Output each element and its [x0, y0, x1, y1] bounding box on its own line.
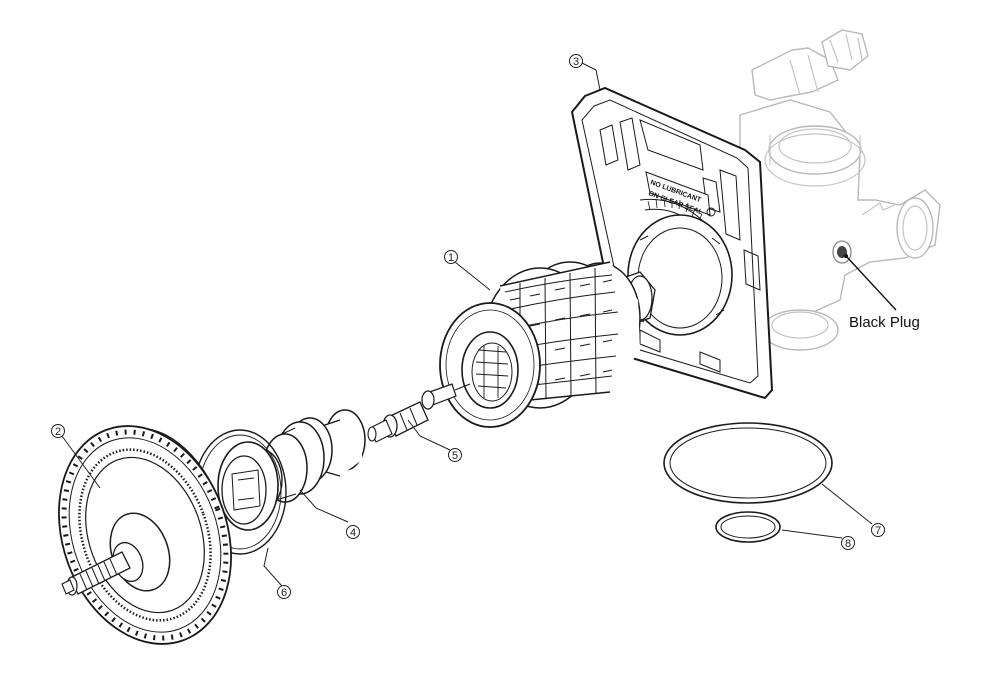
- callout-4: 4: [346, 525, 360, 539]
- black-plug-label: Black Plug: [849, 314, 920, 331]
- callout-5: 5: [448, 448, 462, 462]
- svg-text:8: 8: [845, 538, 851, 550]
- callout-7: 7: [871, 523, 885, 537]
- part-7-large-o-ring: [663, 422, 833, 504]
- svg-text:2: 2: [55, 426, 61, 438]
- callouts: 3 1 2 5 4 6 7 8: [51, 54, 885, 599]
- callout-1: 1: [444, 250, 458, 264]
- svg-text:3: 3: [573, 56, 579, 68]
- part-8-small-o-ring: [715, 511, 781, 543]
- leader-lines: [61, 61, 897, 587]
- part-5-piston-rod: [367, 383, 471, 443]
- svg-text:4: 4: [350, 527, 356, 539]
- callout-3: 3: [569, 54, 583, 68]
- svg-text:5: 5: [452, 450, 458, 462]
- callout-6: 6: [277, 585, 291, 599]
- callout-8: 8: [841, 536, 855, 550]
- valve-body-ghost: [739, 29, 941, 351]
- part-2-end-cap: [58, 425, 232, 645]
- callout-2: 2: [51, 424, 65, 438]
- part-1-cartridge: [439, 261, 656, 428]
- svg-text:7: 7: [875, 525, 881, 537]
- part-3-plate: NO LUBRICANT ON CLEAR SEAL: [570, 86, 774, 400]
- part-4-spacer: [217, 409, 366, 531]
- svg-text:1: 1: [448, 252, 454, 264]
- svg-text:6: 6: [281, 587, 287, 599]
- black-plug-leader: [845, 255, 897, 311]
